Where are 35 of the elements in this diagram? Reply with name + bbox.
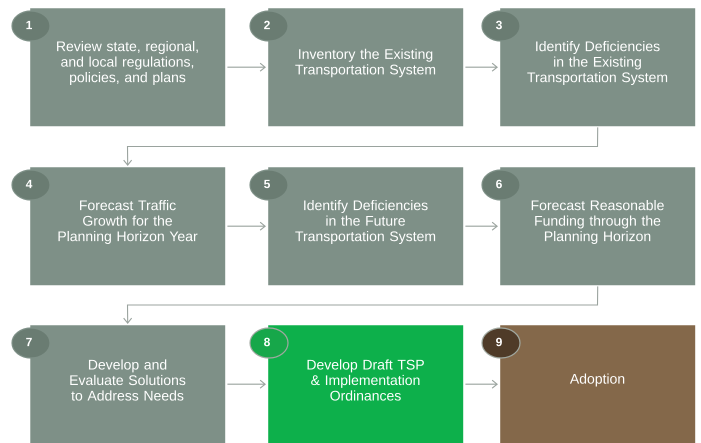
arrow: [227, 62, 266, 72]
step-text: Adoption: [570, 373, 624, 386]
arrow: [227, 380, 266, 389]
step-text: Develop and Evaluate Solutions to Address Needs: [70, 359, 186, 401]
arrow: [465, 62, 498, 72]
step-number-badge: 1: [11, 10, 51, 42]
step-box: [249, 325, 464, 443]
arrow: [227, 222, 266, 231]
step-number-badge: 5: [249, 169, 289, 201]
step-box: [11, 8, 226, 126]
arrow: [465, 222, 498, 231]
step-number-badge: 9: [481, 327, 521, 359]
arrow: [123, 127, 598, 166]
arrow: [123, 286, 598, 324]
step-text: Identify Deficiencies in the Existing Transportation System: [527, 40, 668, 86]
step-text: Develop Draft TSP & Implementation Ordinances: [308, 359, 424, 401]
step-number-badge: 7: [11, 327, 51, 359]
step-text: Forecast Reasonable Funding through the Planning Horizon: [532, 200, 664, 244]
step-box: [11, 167, 226, 286]
step-number-badge: 6: [481, 169, 521, 201]
step-number-badge: 4: [11, 169, 51, 201]
step-box: [481, 167, 696, 286]
step-text: Review state, regional, and local regulations, policies, and plans: [57, 40, 198, 86]
step-text: Inventory the Existing Transportation System: [295, 48, 436, 78]
step-number-badge: 8: [249, 327, 289, 359]
step-box: [481, 8, 696, 126]
step-text: Forecast Traffic Growth for the Planning Horizon Year: [58, 200, 198, 244]
step-text: Identify Deficiencies in the Future Transportation System: [295, 200, 436, 244]
step-number-badge: 3: [481, 10, 521, 42]
step-box: [11, 325, 226, 443]
step-box: [249, 167, 464, 286]
arrow: [465, 380, 498, 389]
step-box: [249, 8, 464, 126]
step-number-badge: 2: [249, 10, 289, 42]
step-box: [481, 325, 696, 443]
